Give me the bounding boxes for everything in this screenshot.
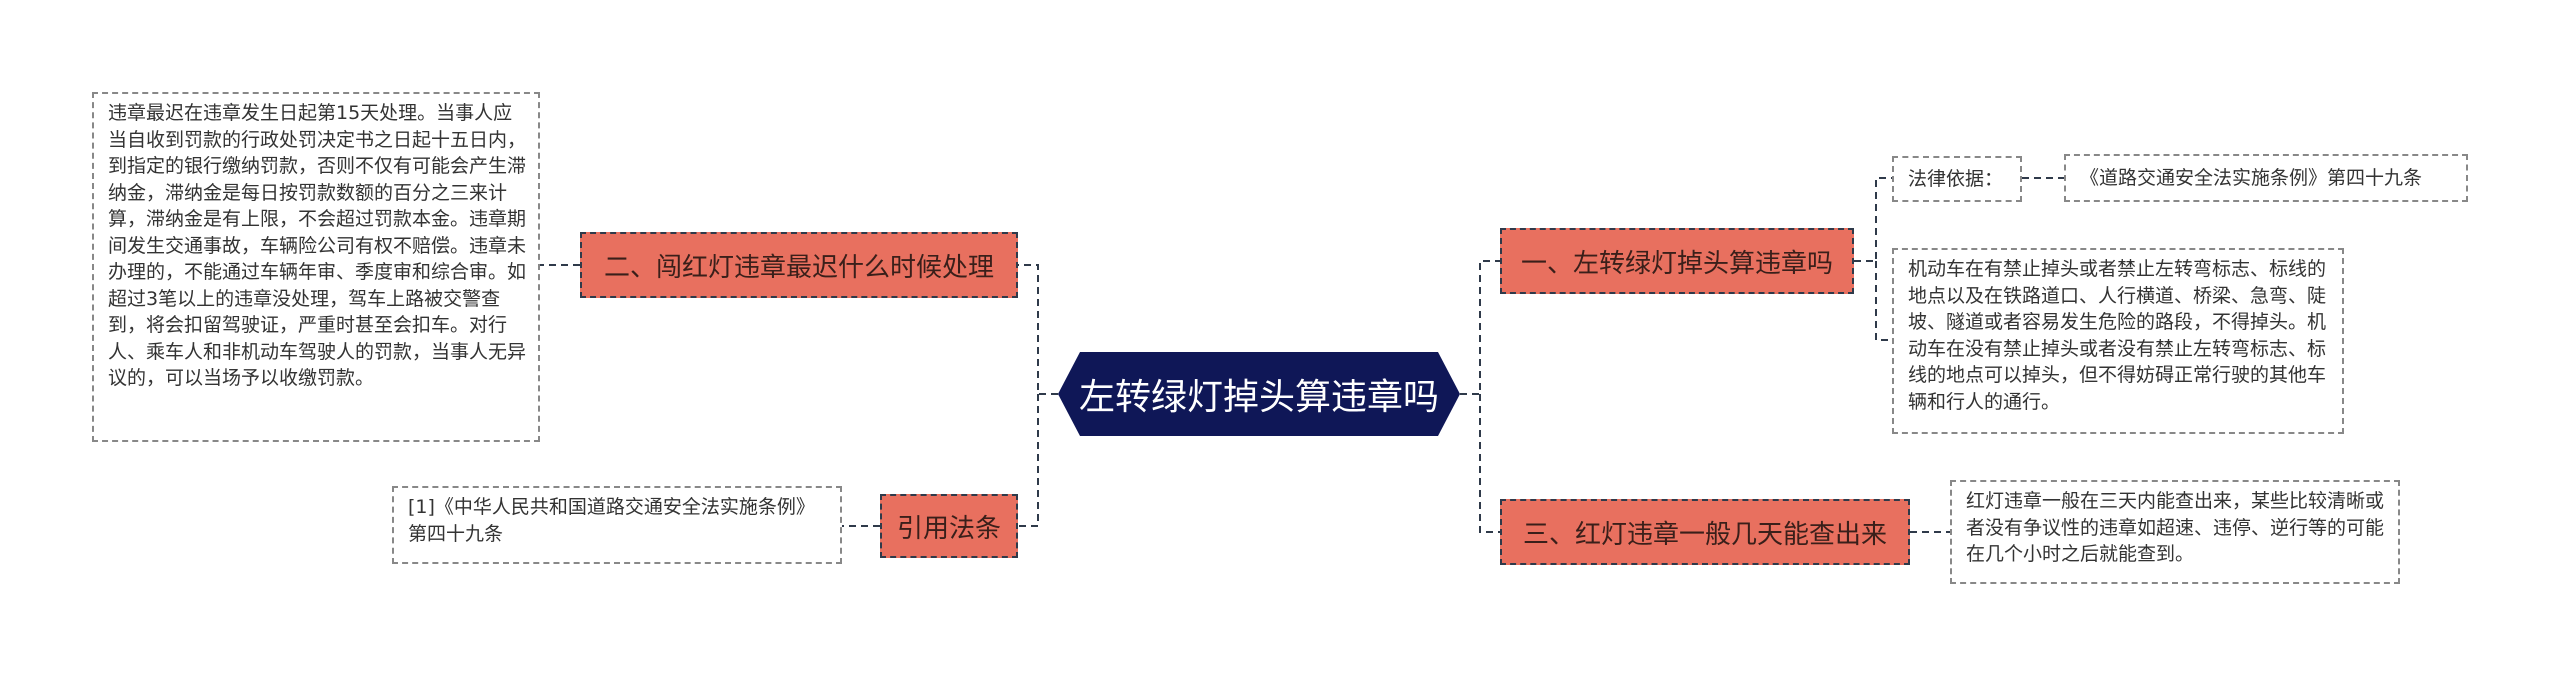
branch-cited-laws[interactable]: 引用法条 bbox=[880, 494, 1018, 558]
branch-label: 引用法条 bbox=[896, 513, 1001, 544]
branch-red-light-detection-time[interactable]: 三、红灯违章一般几天能查出来 bbox=[1500, 499, 1910, 565]
center-hexagon-shape bbox=[1058, 352, 1460, 436]
detection-time-text: 红灯违章一般在三天内能查出来，某些比较清晰或者没有争议性的违章如超速、违停、逆行… bbox=[1950, 480, 2400, 584]
center-topic[interactable]: 左转绿灯掉头算违章吗 bbox=[1058, 352, 1460, 436]
legal-basis-reference: 《道路交通安全法实施条例》第四十九条 bbox=[2064, 154, 2468, 202]
u-turn-rule-text: 机动车在有禁止掉头或者禁止左转弯标志、标线的地点以及在铁路道口、人行横道、桥梁、… bbox=[1892, 248, 2344, 434]
branch-red-light-deadline[interactable]: 二、闯红灯违章最迟什么时候处理 bbox=[580, 232, 1018, 298]
branch-label: 一、左转绿灯掉头算违章吗 bbox=[1520, 248, 1833, 279]
center-title: 左转绿灯掉头算违章吗 bbox=[1078, 377, 1439, 418]
branch-label: 三、红灯违章一般几天能查出来 bbox=[1522, 519, 1887, 550]
branch-left-turn-u-turn[interactable]: 一、左转绿灯掉头算违章吗 bbox=[1500, 228, 1854, 294]
deadline-text: 违章最迟在违章发生日起第15天处理。当事人应当自收到罚款的行政处罚决定书之日起十… bbox=[92, 92, 540, 442]
link-center-left bbox=[1018, 264, 1058, 527]
legal-basis-label: 法律依据： bbox=[1892, 156, 2022, 202]
cited-law-text: [1]《中华人民共和国道路交通安全法实施条例》 第四十九条 bbox=[392, 486, 842, 564]
branch-label: 二、闯红灯违章最迟什么时候处理 bbox=[603, 252, 994, 283]
link-b1-children bbox=[1854, 177, 1892, 341]
link-center-right bbox=[1460, 260, 1500, 533]
